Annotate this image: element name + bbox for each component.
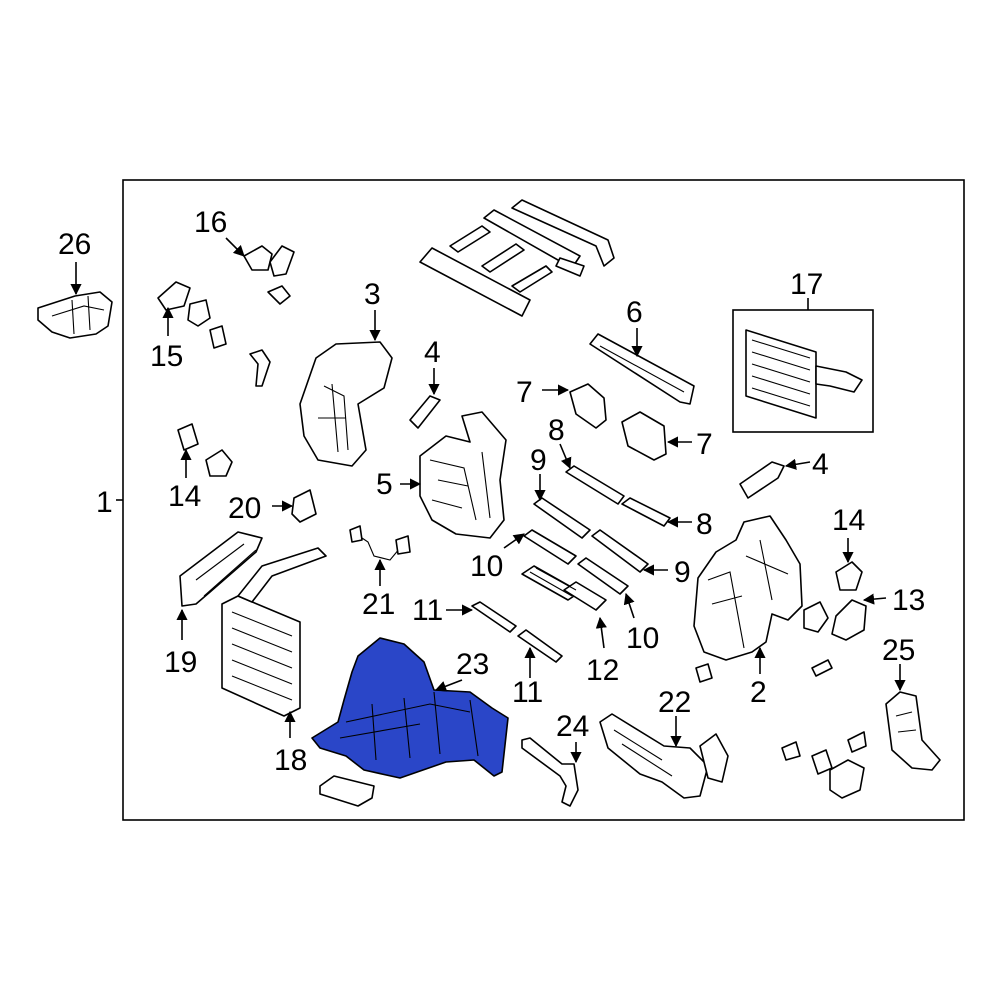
part-11-link-lower[interactable] — [517, 629, 563, 663]
callout-20: 20 — [228, 492, 261, 525]
part-26-bracket[interactable] — [37, 291, 113, 339]
callout-7-right: 7 — [696, 428, 713, 461]
leader-4b — [784, 458, 811, 470]
callout-21: 21 — [362, 588, 395, 621]
callout-9-lower: 9 — [674, 556, 691, 589]
part-12-grille[interactable] — [521, 565, 607, 611]
clip-side[interactable] — [803, 601, 829, 633]
leader-12 — [595, 616, 607, 649]
leader-13 — [862, 593, 887, 605]
hose-small[interactable] — [249, 349, 271, 387]
part-4-clip-left[interactable] — [409, 395, 441, 429]
callout-24: 24 — [556, 710, 589, 743]
clip-bottom-b[interactable] — [781, 741, 801, 761]
leader-10b — [623, 592, 635, 619]
leader-10a — [503, 533, 525, 549]
callout-7-left: 7 — [516, 376, 533, 409]
part-25-duct[interactable] — [885, 691, 941, 771]
callout-3: 3 — [364, 278, 381, 311]
part-16-actuator[interactable] — [243, 245, 295, 277]
actuator-bottom[interactable] — [829, 759, 865, 799]
small-knob[interactable] — [695, 663, 713, 683]
part-9-rod-upper[interactable] — [533, 497, 591, 539]
callout-6: 6 — [626, 296, 643, 329]
callout-16: 16 — [194, 206, 227, 239]
part-4-clip-right[interactable] — [739, 461, 785, 499]
callout-25: 25 — [882, 634, 915, 667]
part-21-harness[interactable] — [349, 525, 411, 561]
part-14-sensor-right[interactable] — [835, 561, 863, 591]
clip-small-a[interactable] — [267, 285, 291, 305]
callout-9-upper: 9 — [530, 444, 547, 477]
filter-pad[interactable] — [319, 775, 375, 807]
callout-4-right: 4 — [812, 448, 829, 481]
seal-frame-top[interactable] — [419, 199, 615, 317]
part-23-lower-case[interactable] — [311, 637, 509, 779]
callout-4-left: 4 — [424, 336, 441, 369]
callout-13: 13 — [892, 584, 925, 617]
callout-18: 18 — [274, 744, 307, 777]
callout-23: 23 — [456, 648, 489, 681]
leader-8a — [559, 443, 572, 470]
part-7-door-left[interactable] — [569, 383, 607, 429]
clip-bottom-c[interactable] — [847, 731, 867, 753]
callout-8-lower: 8 — [696, 508, 713, 541]
part-20-block[interactable] — [291, 489, 317, 523]
part-14-sensor-left[interactable] — [177, 423, 233, 477]
callout-11-lower: 11 — [512, 676, 543, 709]
leader-23 — [434, 679, 463, 692]
callout-2: 2 — [750, 676, 767, 709]
callout-8-upper: 8 — [548, 414, 565, 447]
leader-16 — [225, 237, 245, 257]
part-6-duct[interactable] — [589, 333, 695, 405]
part-17-evaporator[interactable] — [745, 329, 863, 419]
callout-22: 22 — [658, 686, 691, 719]
part-17-box — [732, 309, 874, 433]
callout-11-upper: 11 — [412, 594, 443, 627]
clip-small-b[interactable] — [209, 325, 227, 349]
part-8-rod-lower[interactable] — [621, 497, 671, 527]
part-2-right-case[interactable] — [693, 515, 803, 661]
part-24-hose[interactable] — [521, 737, 579, 807]
callout-19: 19 — [164, 646, 197, 679]
callout-10-upper: 10 — [470, 550, 503, 583]
part-15-connector[interactable] — [157, 281, 211, 327]
callout-17: 17 — [790, 268, 823, 301]
callout-1: 1 — [96, 486, 113, 519]
clip-small-c[interactable] — [811, 659, 833, 677]
part-9-rod-lower[interactable] — [591, 529, 649, 573]
callout-5: 5 — [376, 468, 393, 501]
callout-15: 15 — [150, 340, 183, 373]
part-19-pipes[interactable] — [179, 531, 263, 607]
part-5-case[interactable] — [419, 411, 507, 539]
part-10-rod-upper[interactable] — [523, 529, 577, 565]
part-8-rod-upper[interactable] — [565, 465, 625, 505]
callout-14-left: 14 — [168, 480, 201, 513]
part-10-rod-lower[interactable] — [577, 557, 629, 595]
part-3-upper-case[interactable] — [299, 341, 393, 467]
part-7-door-right[interactable] — [621, 411, 667, 461]
part-13-actuator[interactable] — [831, 599, 867, 641]
callout-10-lower: 10 — [626, 622, 659, 655]
callout-12: 12 — [586, 654, 619, 687]
clip-bottom-a[interactable] — [811, 749, 833, 775]
callout-14-right: 14 — [832, 504, 865, 537]
part-11-link-upper[interactable] — [471, 601, 517, 633]
part-22-duct[interactable] — [599, 713, 729, 799]
callout-26: 26 — [58, 228, 91, 261]
part-18-heater-core[interactable] — [221, 547, 327, 717]
